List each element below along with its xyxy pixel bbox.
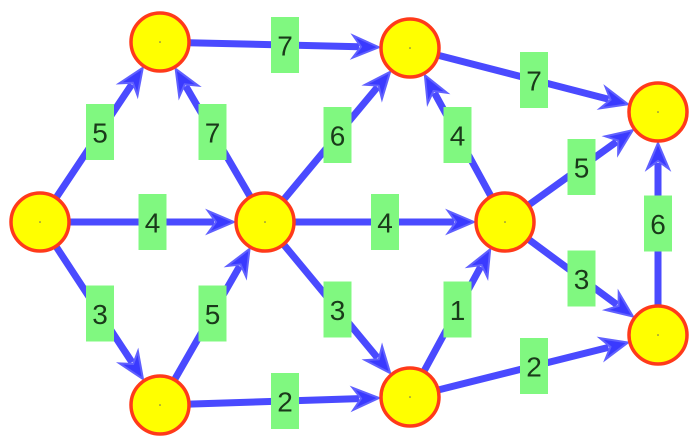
edge-weight-text: 5 — [205, 299, 221, 330]
arrowhead-icon — [596, 336, 631, 363]
edge-weight-text: 7 — [277, 31, 293, 62]
label-background — [86, 285, 114, 342]
node-center-dot — [159, 41, 161, 43]
edge-weight-label: 3 — [567, 250, 596, 307]
label-background — [567, 250, 596, 307]
node-H[interactable] — [627, 81, 689, 143]
node-center-dot — [264, 221, 266, 223]
arrowhead-icon — [361, 342, 392, 376]
arrowhead-icon — [205, 208, 237, 236]
arrowhead-icon — [115, 65, 145, 100]
node-center-dot — [504, 221, 506, 223]
edge-weight-text: 2 — [277, 387, 293, 418]
arrowhead-icon — [464, 246, 492, 282]
arrowhead-icon — [601, 288, 636, 319]
label-background — [138, 194, 167, 250]
arrowhead-icon — [644, 140, 672, 172]
arrowhead-icon — [601, 128, 635, 158]
edge-weight-label: 1 — [443, 281, 472, 338]
label-background — [271, 373, 299, 429]
edge-weight-label: 2 — [520, 338, 548, 394]
label-background — [198, 104, 227, 160]
label-background — [371, 194, 399, 250]
node-D[interactable] — [234, 191, 296, 253]
edge-weight-label: 5 — [86, 104, 114, 160]
edge-weight-text: 6 — [330, 121, 346, 152]
edge-weight-text: 5 — [92, 118, 108, 149]
edge-weight-label: 7 — [271, 17, 299, 73]
edge-weight-text: 5 — [574, 153, 590, 184]
node-B[interactable] — [129, 11, 191, 73]
edge-weight-label: 3 — [323, 281, 352, 338]
node-center-dot — [657, 334, 659, 336]
edge-weight-text: 4 — [450, 121, 466, 152]
label-background — [198, 285, 227, 342]
label-background — [520, 52, 548, 108]
node-center-dot — [39, 221, 41, 223]
edge-weight-text: 4 — [377, 208, 393, 239]
node-A[interactable] — [9, 191, 71, 253]
label-background — [86, 104, 114, 160]
edge-weight-label: 7 — [198, 104, 227, 160]
edge-weight-label: 5 — [567, 139, 596, 195]
arrowhead-icon — [596, 84, 631, 110]
edge-weight-text: 7 — [526, 66, 542, 97]
node-center-dot — [409, 47, 411, 49]
edge-weight-label: 6 — [323, 107, 352, 163]
label-background — [323, 107, 352, 163]
arrowhead-icon — [223, 246, 251, 281]
edge-weight-text: 3 — [92, 299, 108, 330]
edge-weight-label: 5 — [198, 285, 227, 342]
arrowhead-icon — [115, 347, 145, 382]
arrowhead-icon — [349, 33, 382, 60]
edge-weight-text: 2 — [526, 352, 542, 383]
edge-weight-label: 4 — [443, 107, 472, 163]
arrowhead-icon — [349, 385, 382, 413]
edge-weight-label: 2 — [271, 373, 299, 429]
label-background — [520, 338, 548, 394]
label-background — [644, 195, 672, 252]
arrowhead-icon — [361, 69, 392, 103]
label-background — [323, 281, 352, 338]
arrowhead-icon — [174, 66, 202, 101]
node-E[interactable] — [379, 17, 441, 79]
edge-weight-label: 7 — [520, 52, 548, 108]
label-background — [443, 281, 472, 338]
edge-weight-label: 6 — [644, 195, 672, 252]
arrowhead-icon — [423, 72, 451, 107]
edge-weight-text: 3 — [330, 295, 346, 326]
edge-weight-text: 3 — [574, 264, 590, 295]
label-background — [567, 139, 596, 195]
node-I[interactable] — [627, 304, 689, 366]
edge-weight-text: 6 — [650, 209, 666, 240]
label-background — [443, 107, 472, 163]
arrowhead-icon — [445, 208, 477, 236]
edge-weight-text: 7 — [205, 118, 221, 149]
edge-weight-label: 4 — [138, 194, 167, 250]
node-C[interactable] — [129, 374, 191, 436]
nodes-layer — [9, 11, 689, 436]
node-center-dot — [159, 404, 161, 406]
edge-weight-label: 3 — [86, 285, 114, 342]
label-background — [271, 17, 299, 73]
node-center-dot — [409, 396, 411, 398]
edge-weight-label: 4 — [371, 194, 399, 250]
edge-weight-text: 1 — [450, 295, 466, 326]
edge-weight-text: 4 — [145, 208, 161, 239]
node-center-dot — [657, 111, 659, 113]
labels-layer: 5 4 3 7 7 6 4 5 3 2 4 7 5 1 3 2 6 — [86, 17, 672, 429]
node-F[interactable] — [379, 366, 441, 428]
node-G[interactable] — [474, 191, 536, 253]
